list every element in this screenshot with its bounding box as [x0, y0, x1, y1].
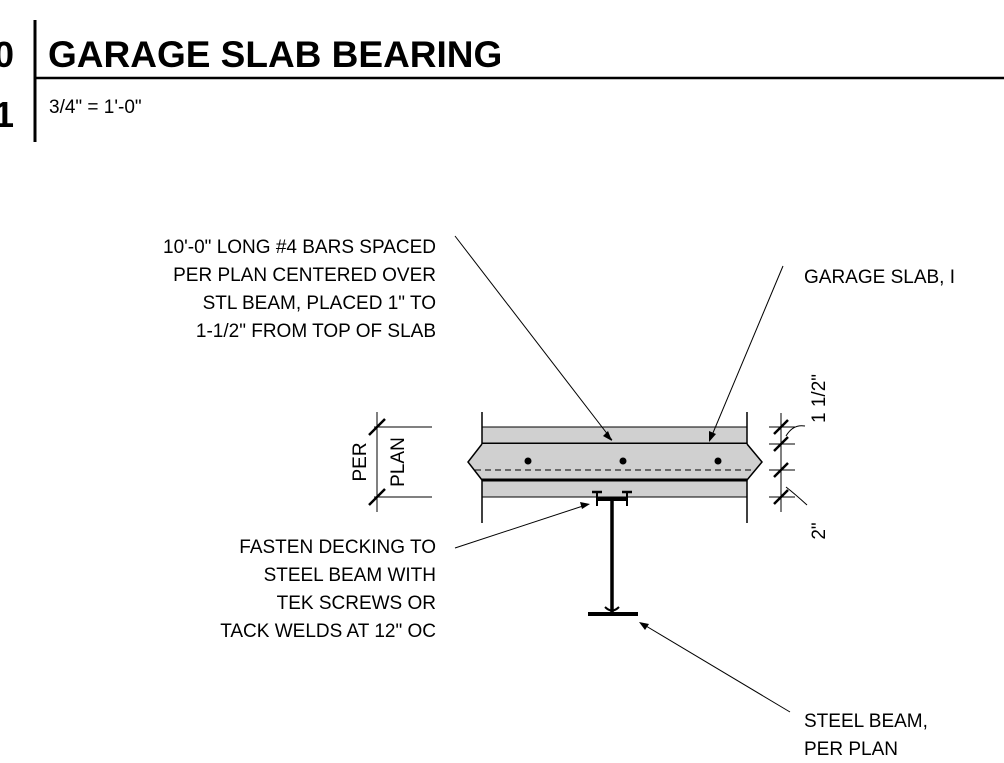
callout-fasten-line: STEEL BEAM WITH: [264, 565, 436, 586]
callout-bars: 10'-0" LONG #4 BARS SPACED PER PLAN CENT…: [163, 237, 436, 342]
slab-bottom-band: [482, 480, 747, 497]
dim-text-top-cover: 1 1/2": [809, 374, 830, 423]
detail-title: GARAGE SLAB BEARING: [48, 34, 502, 75]
dim-text-plan: PLAN: [388, 437, 409, 487]
callout-fasten-line: FASTEN DECKING TO: [239, 537, 436, 558]
dim-text-2in: 2": [809, 522, 830, 539]
dim-tick: [368, 418, 386, 436]
break-line-right: [746, 443, 763, 481]
callout-bars-line: PER PLAN CENTERED OVER: [173, 265, 436, 286]
break-line-left: [467, 443, 483, 481]
tek-screw-left: [592, 490, 602, 506]
leader-arrowhead: [580, 502, 590, 509]
dim-label-per-plan: PER PLAN: [350, 437, 409, 487]
dim-text-per: PER: [350, 442, 371, 481]
slab-top-band: [482, 427, 747, 444]
dim-tick: [368, 488, 386, 506]
dim-tick: [773, 419, 789, 435]
detail-number: 0: [0, 34, 14, 75]
callout-bars-line: STL BEAM, PLACED 1" TO: [203, 293, 436, 314]
callout-fasten: FASTEN DECKING TO STEEL BEAM WITH TEK SC…: [220, 537, 436, 642]
dim-leader-top: [785, 425, 806, 437]
tek-screw-right: [622, 490, 632, 506]
leader-bars: [454, 235, 613, 441]
callout-steel-beam-line: PER PLAN: [804, 739, 898, 760]
dim-tick: [773, 436, 789, 452]
callout-garage-slab: GARAGE SLAB, I: [804, 267, 955, 288]
dim-tick: [773, 462, 789, 478]
beam-fillet: [604, 606, 620, 612]
leader-steel-beam: [640, 622, 791, 713]
deck-rib-band: [468, 444, 762, 480]
leader-fasten: [454, 504, 587, 549]
callout-bars-line: 1-1/2" FROM TOP OF SLAB: [196, 321, 436, 342]
callout-bars-line: 10'-0" LONG #4 BARS SPACED: [163, 237, 436, 258]
callout-fasten-line: TACK WELDS AT 12" OC: [220, 621, 436, 642]
rebar-dot: [619, 457, 627, 465]
rebar-dot: [714, 457, 722, 465]
leader-arrowhead: [603, 431, 612, 441]
callout-fasten-line: TEK SCREWS OR: [277, 593, 436, 614]
sheet-number: 1: [0, 94, 14, 135]
dim-tick: [773, 489, 789, 505]
leader-arrowhead: [639, 622, 649, 630]
callout-steel-beam: STEEL BEAM, PER PLAN: [804, 711, 928, 760]
rebar-dot: [524, 457, 532, 465]
leader-garage-slab: [709, 265, 784, 441]
callout-steel-beam-line: STEEL BEAM,: [804, 711, 928, 732]
detail-scale: 3/4" = 1'-0": [49, 97, 142, 118]
dim-leader-bottom: [785, 486, 808, 506]
leader-arrowhead: [709, 431, 716, 442]
